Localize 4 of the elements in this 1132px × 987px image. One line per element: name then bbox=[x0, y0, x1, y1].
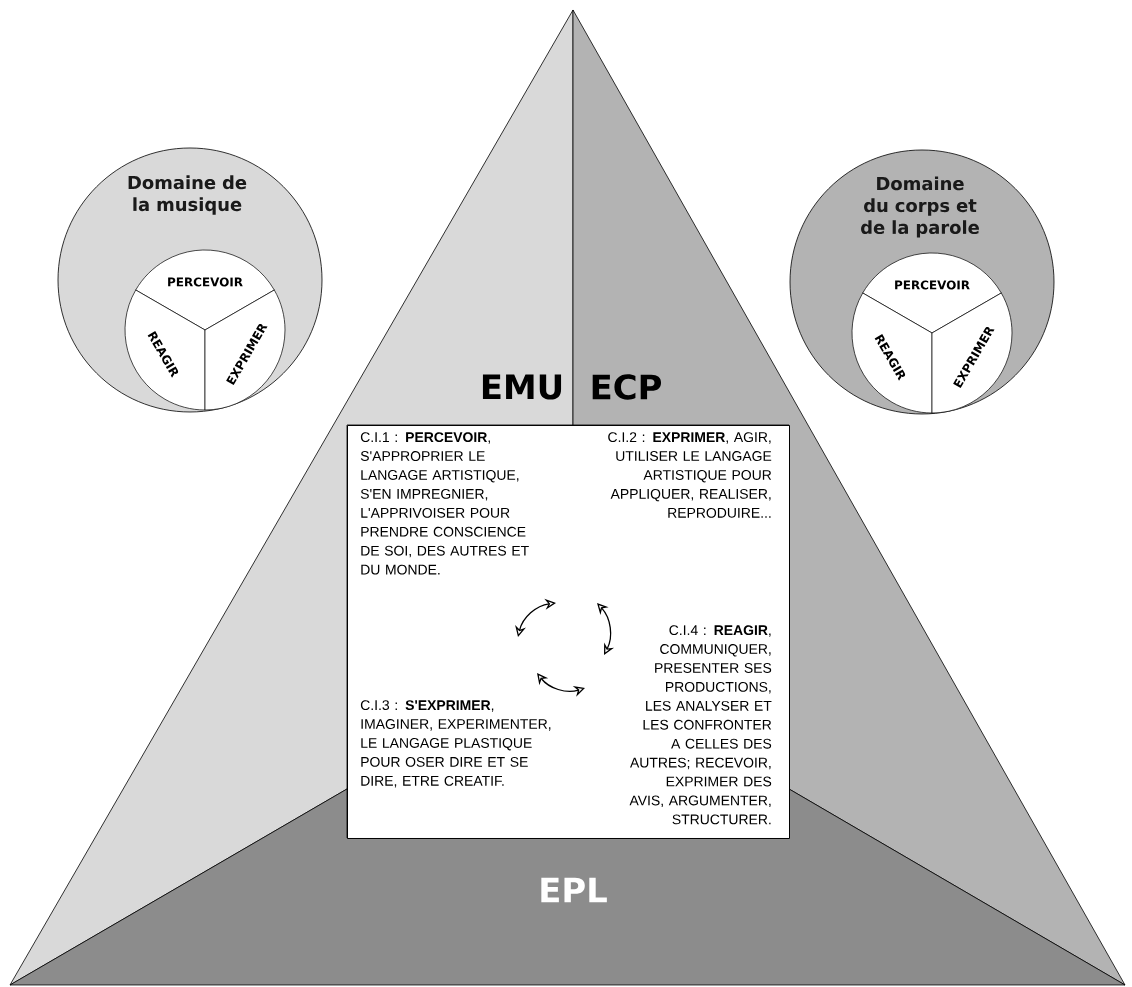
text-panel bbox=[347, 425, 790, 839]
competence-text: C.I.2 : EXPRIMER, AGIR, UTILISER LE LANGAGE ARTISTIQUE POUR APPLIQUER, REALISER, REPRODUIRE... bbox=[608, 432, 772, 518]
competence-text: C.I.3 : S'EXPRIMER, IMAGINER, EXPERIMENTER, LE LANGAGE PLASTIQUE POUR OSER DIRE ET SE DIRE, ETRE CREATIF. bbox=[360, 700, 551, 788]
competence-text: C.I.1 : PERCEVOIR, S'APPROPRIER LE LANGAGE ARTISTIQUE, S'EN IMPREGNIER, L'APPRIVOISER POUR PRENDRE CONSCIENCE DE SOI, DES AUTRES ET DU MONDE. bbox=[360, 432, 529, 575]
